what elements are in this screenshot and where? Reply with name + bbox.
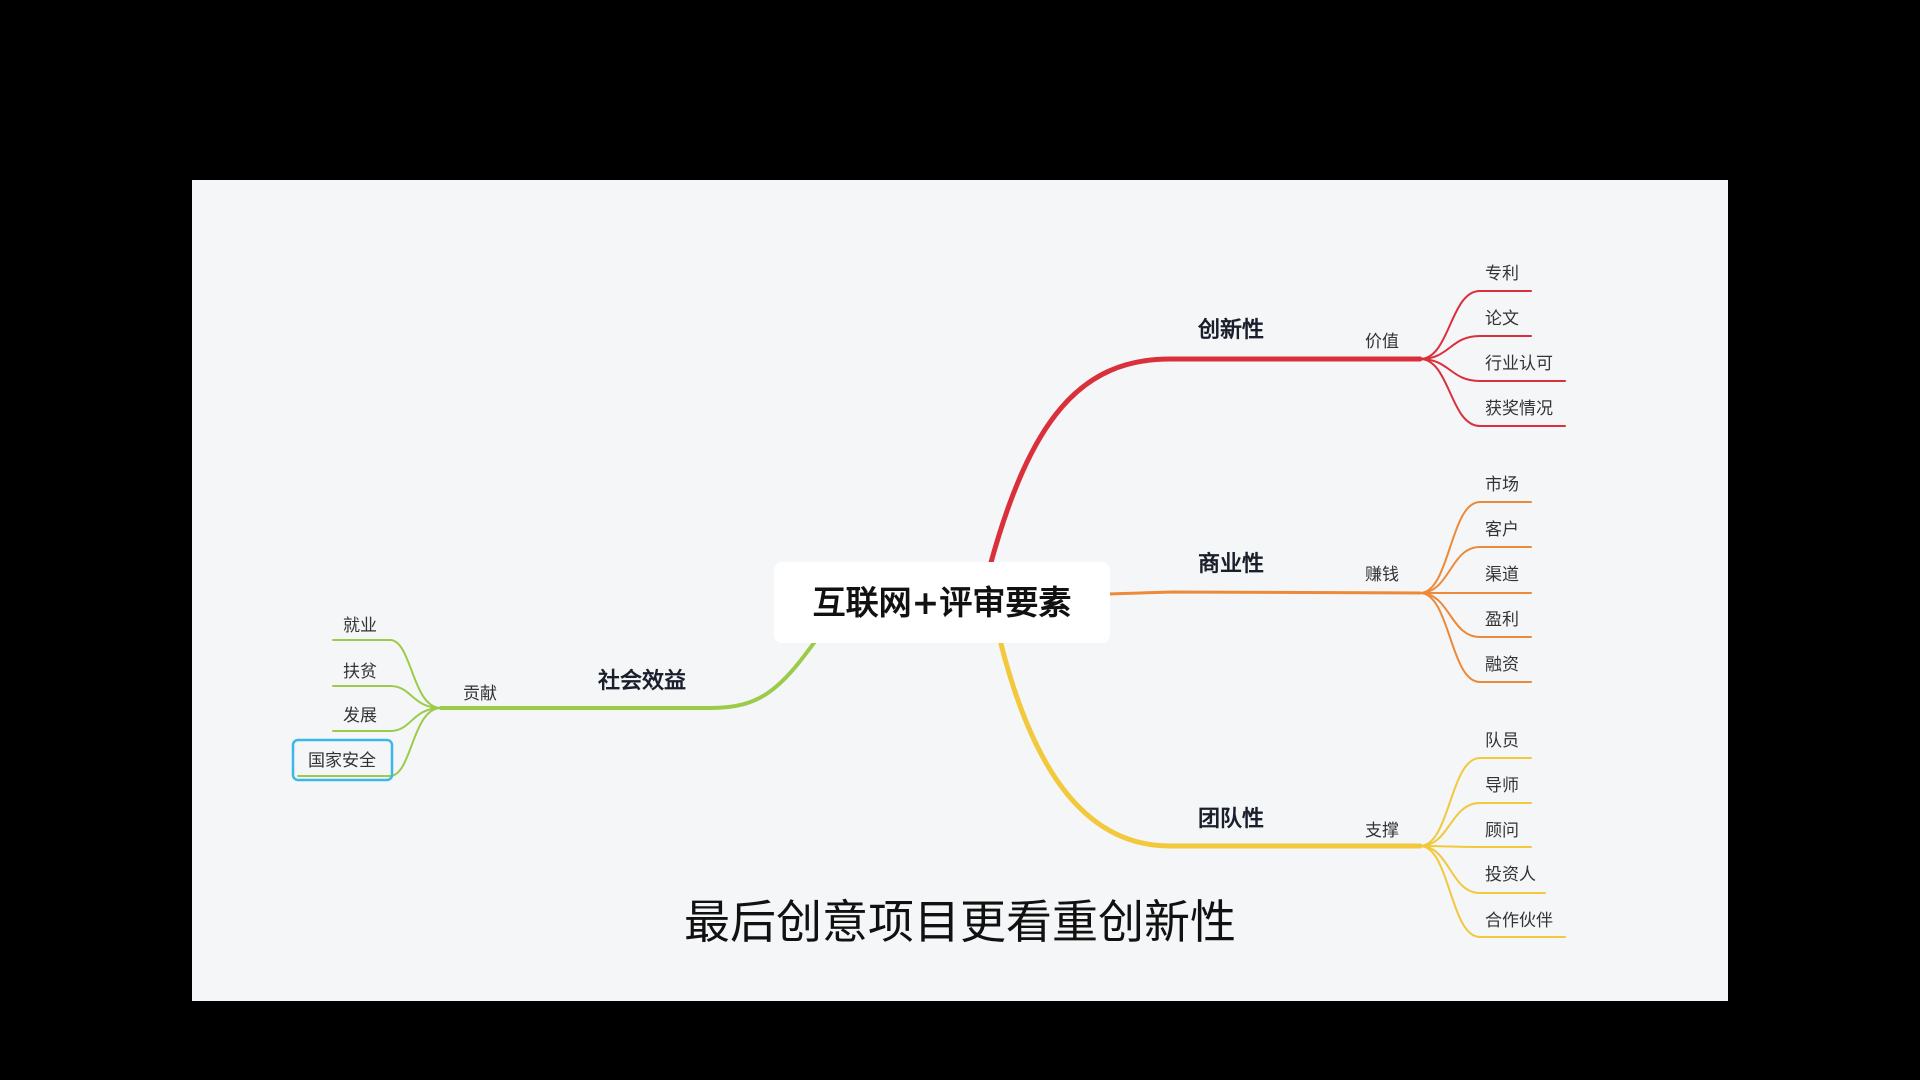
selection-highlight (291, 738, 394, 782)
leaf-line (1419, 757, 1532, 847)
leaf-item[interactable]: 融资 (1485, 655, 1519, 675)
branch-line (997, 637, 1423, 849)
leaf-line (1419, 335, 1532, 360)
root-box (774, 562, 1110, 643)
topic-social[interactable]: 社会效益 (598, 668, 686, 694)
leaf-line (1419, 845, 1532, 848)
subtopic-contribution[interactable]: 贡献 (463, 684, 497, 704)
leaf-item[interactable]: 获奖情况 (1485, 399, 1553, 419)
leaf-item[interactable]: 投资人 (1485, 865, 1536, 885)
leaf-line (1419, 845, 1566, 938)
leaf-item[interactable]: 导师 (1485, 776, 1519, 796)
leaf-item[interactable]: 扶贫 (343, 662, 377, 682)
root-topic[interactable]: 互联网+评审要素 (774, 562, 1110, 643)
leaf-line (1419, 358, 1566, 382)
branch-line (987, 356, 1423, 569)
leaf-line (1419, 592, 1532, 683)
leaf-line (332, 685, 442, 709)
leaf-item[interactable]: 合作伙伴 (1485, 911, 1553, 931)
leaf-line (332, 707, 442, 732)
leaf-line (1419, 358, 1566, 427)
branch-commercial[interactable]: 商业性 赚钱 市场 客户 渠道 盈利 融资 (1106, 475, 1532, 683)
topic-commercial[interactable]: 商业性 (1198, 551, 1264, 577)
leaf-item[interactable]: 顾问 (1485, 821, 1519, 841)
topic-team[interactable]: 团队性 (1198, 807, 1264, 832)
leaf-item[interactable]: 渠道 (1485, 565, 1519, 585)
branch-innovation[interactable]: 创新性 价值 专利 论文 行业认可 获奖情况 (987, 264, 1566, 569)
leaf-line (1419, 802, 1532, 847)
leaf-item[interactable]: 专利 (1485, 264, 1519, 284)
leaf-line (332, 639, 442, 709)
root-label: 互联网+评审要素 (813, 583, 1072, 622)
leaf-line (1419, 501, 1532, 594)
video-subtitle: 最后创意项目更看重创新性 (684, 895, 1236, 949)
leaf-item[interactable]: 客户 (1485, 520, 1519, 540)
leaf-line (1419, 592, 1532, 638)
subtopic-value[interactable]: 价值 (1365, 332, 1399, 352)
branch-line (439, 638, 818, 710)
branch-social[interactable]: 社会效益 贡献 就业 扶贫 发展 国家安全 (291, 616, 818, 782)
leaf-item[interactable]: 发展 (343, 706, 377, 726)
leaf-item[interactable]: 论文 (1485, 309, 1519, 329)
leaf-item[interactable]: 盈利 (1485, 610, 1519, 630)
subtopic-support[interactable]: 支撑 (1365, 821, 1399, 841)
leaf-line (1419, 546, 1532, 594)
topic-innovation[interactable]: 创新性 (1197, 317, 1264, 343)
leaf-item-selected[interactable]: 国家安全 (308, 751, 376, 771)
leaf-line (1419, 290, 1532, 360)
leaf-item[interactable]: 行业认可 (1485, 354, 1553, 374)
leaf-line (1419, 845, 1546, 894)
branch-line (1106, 590, 1422, 596)
leaf-item[interactable]: 就业 (343, 616, 377, 636)
branch-team[interactable]: 团队性 支撑 队员 导师 顾问 投资人 合作伙伴 (997, 637, 1566, 938)
leaf-item[interactable]: 市场 (1485, 475, 1519, 495)
leaf-item[interactable]: 队员 (1485, 731, 1519, 751)
subtopic-money[interactable]: 赚钱 (1365, 565, 1399, 585)
